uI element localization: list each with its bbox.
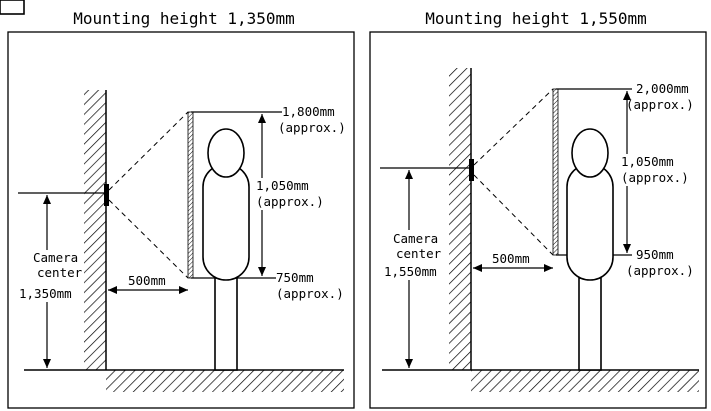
distance-label: 500mm [492,251,530,266]
right-panel-frame [369,31,707,409]
floor [382,369,699,392]
right-panel-title: Mounting height 1,550mm [425,9,647,28]
left-panel-title: Mounting height 1,350mm [73,9,295,28]
top-height-label: 2,000mm [636,81,689,96]
camera-center-label-line2: center [37,265,83,280]
coverage-range-label: 1,050mm [621,154,674,169]
camera-center-label-line1: Camera [33,250,78,265]
top-height-label: 1,800mm [282,104,335,119]
left-panel-frame [7,31,355,409]
wall [449,68,472,370]
view-plane [552,88,559,256]
left-panel: Mounting height 1,350mm [7,9,355,409]
person-silhouette [566,128,614,371]
bottom-height-approx: (approx.) [626,263,694,278]
coverage-range-approx: (approx.) [621,170,689,185]
coverage-range-label: 1,050mm [256,178,309,193]
camera-icon [104,184,109,206]
top-height-approx: (approx.) [278,120,346,135]
camera-center-label-line2: center [396,246,442,261]
corner-tab [0,0,25,15]
wall [84,90,107,370]
field-of-view [108,111,189,279]
camera-height-label: 1,550mm [384,264,437,279]
distance-label: 500mm [128,273,166,288]
floor [24,369,344,392]
field-of-view [473,88,554,256]
person-silhouette [202,128,250,371]
view-plane [187,111,194,279]
camera-icon [469,159,474,181]
right-panel: Mounting height 1,550mm [369,9,707,409]
bottom-height-label: 950mm [636,247,674,262]
camera-center-label-line1: Camera [393,231,438,246]
bottom-height-approx: (approx.) [276,286,344,301]
camera-height-label: 1,350mm [19,286,72,301]
bottom-height-label: 750mm [276,270,314,285]
coverage-range-approx: (approx.) [256,194,324,209]
top-height-approx: (approx.) [626,97,694,112]
